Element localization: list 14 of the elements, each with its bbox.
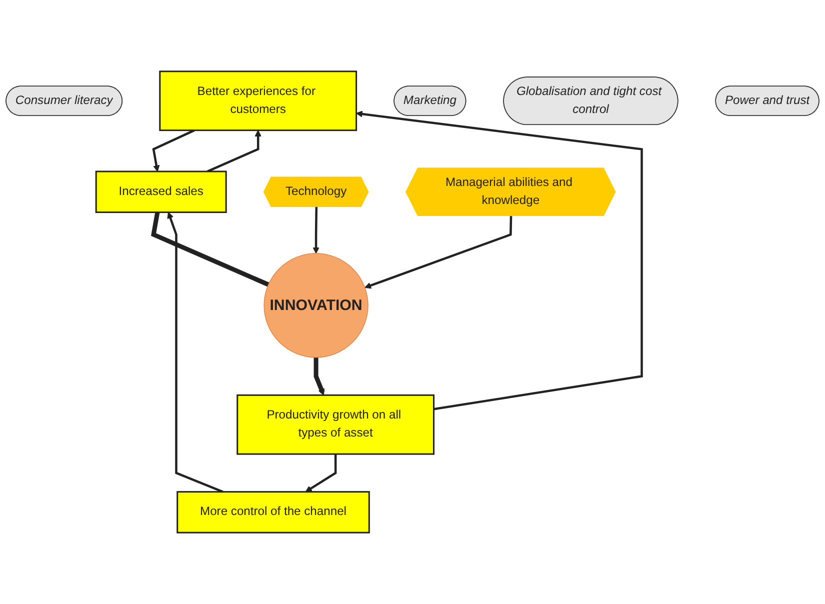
node-box: Better experiences for customers	[159, 70, 358, 132]
arrow	[167, 212, 224, 493]
connector	[151, 212, 270, 287]
arrow	[312, 206, 320, 254]
arrow	[364, 216, 512, 289]
node-box: More control of the channel	[176, 491, 370, 534]
arrow	[152, 129, 195, 172]
arrow	[305, 454, 337, 492]
node-box: Increased sales	[95, 170, 227, 214]
node-box: Productivity growth on all types of asset	[236, 394, 435, 455]
arrow	[314, 357, 325, 396]
arrow	[206, 130, 262, 172]
arrow	[356, 110, 643, 410]
node-circle: INNOVATION	[264, 253, 368, 358]
